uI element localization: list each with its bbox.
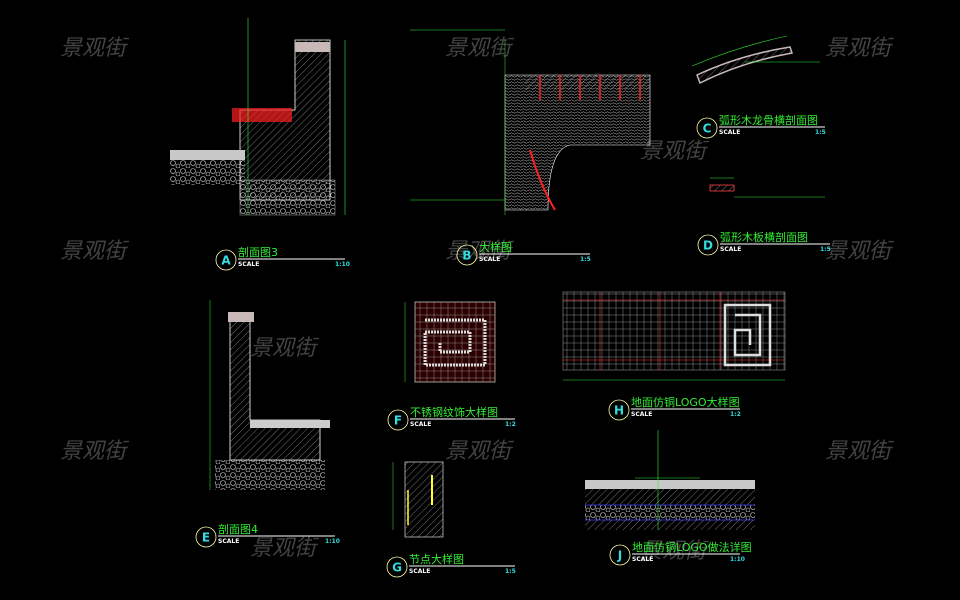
detail-letter: A — [221, 254, 231, 268]
detail-title: 剖面图3 — [238, 245, 278, 259]
scale-label: SCALE — [632, 556, 653, 563]
detail-a-drawing — [170, 18, 346, 216]
watermark-text: 景观街 — [445, 36, 515, 61]
title-block-g: G 节点大样图 SCALE 1:5 — [386, 552, 516, 578]
detail-d-drawing — [709, 177, 825, 198]
detail-marker-circle — [456, 244, 478, 266]
watermark-text: 景观街 — [250, 336, 320, 361]
watermark-text: 景观街 — [60, 239, 130, 264]
title-block-h: H 地面仿铜LOGO大样图 SCALE 1:2 — [608, 395, 741, 421]
scale-ratio: 1:10 — [730, 556, 745, 563]
detail-title: 剖面图4 — [218, 522, 258, 536]
detail-e-drawing — [209, 300, 330, 490]
detail-b-drawing — [410, 29, 651, 215]
scale-label: SCALE — [409, 568, 430, 575]
scale-ratio: 1:10 — [335, 261, 350, 268]
detail-letter: F — [394, 414, 402, 428]
scale-ratio: 1:2 — [730, 411, 741, 418]
watermark-layer: 景观街景观街景观街景观街景观街景观街景观街景观街景观街景观街景观街景观街景观街 — [60, 36, 895, 564]
detail-letter: J — [617, 549, 622, 563]
detail-marker-circle — [386, 556, 408, 578]
detail-title: 弧形木龙骨横剖面图 — [719, 113, 818, 127]
scale-label: SCALE — [410, 421, 431, 428]
detail-title: 弧形木板横剖面图 — [720, 230, 808, 244]
detail-c-drawing — [691, 35, 820, 85]
watermark-text: 景观街 — [60, 36, 130, 61]
watermark-text: 景观街 — [825, 439, 895, 464]
watermark-text: 景观街 — [825, 36, 895, 61]
detail-marker-circle — [387, 409, 409, 431]
detail-title: 不锈钢纹饰大样图 — [410, 405, 498, 419]
detail-marker-circle — [215, 249, 237, 271]
detail-letter: G — [392, 561, 402, 575]
watermark-text: 景观街 — [445, 439, 515, 464]
watermark-text: 景观街 — [250, 536, 320, 561]
watermark-text: 景观街 — [640, 539, 710, 564]
detail-h-drawing — [562, 291, 786, 381]
title-block-f: F 不锈钢纹饰大样图 SCALE 1:2 — [387, 405, 516, 431]
detail-marker-circle — [696, 117, 718, 139]
scale-ratio: 1:2 — [505, 421, 516, 428]
detail-letter: H — [614, 404, 624, 418]
scale-label: SCALE — [631, 411, 652, 418]
scale-ratio: 1:5 — [815, 129, 826, 136]
scale-label: SCALE — [218, 538, 239, 545]
scale-ratio: 1:5 — [580, 256, 591, 263]
detail-letter: C — [703, 122, 712, 136]
detail-letter: D — [703, 239, 713, 253]
detail-title: 地面仿铜LOGO做法详图 — [632, 540, 752, 554]
watermark-text: 景观街 — [60, 439, 130, 464]
detail-j-drawing — [585, 430, 755, 530]
detail-title: 大样图 — [479, 240, 512, 254]
detail-letter: E — [202, 531, 210, 545]
watermark-text: 景观街 — [445, 239, 515, 264]
title-block-c: C 弧形木龙骨横剖面图 SCALE 1:5 — [696, 113, 826, 139]
detail-title: 节点大样图 — [409, 552, 464, 566]
scale-ratio: 1:5 — [820, 246, 831, 253]
detail-marker-circle — [609, 544, 631, 566]
detail-title: 地面仿铜LOGO大样图 — [631, 395, 740, 409]
scale-label: SCALE — [720, 246, 741, 253]
scale-label: SCALE — [479, 256, 500, 263]
detail-marker-circle — [697, 234, 719, 256]
detail-f-drawing — [404, 301, 496, 383]
detail-letter: B — [462, 249, 471, 263]
watermark-text: 景观街 — [640, 139, 710, 164]
scale-label: SCALE — [719, 129, 740, 136]
title-block-b: B 大样图 SCALE 1:5 — [456, 240, 591, 266]
scale-ratio: 1:5 — [505, 568, 516, 575]
watermark-text: 景观街 — [825, 239, 895, 264]
title-block-j: J 地面仿铜LOGO做法详图 SCALE 1:10 — [609, 540, 752, 566]
scale-label: SCALE — [238, 261, 259, 268]
title-block-d: D 弧形木板横剖面图 SCALE 1:5 — [697, 230, 831, 256]
detail-marker-circle — [195, 526, 217, 548]
detail-marker-circle — [608, 399, 630, 421]
scale-ratio: 1:10 — [325, 538, 340, 545]
detail-g-drawing — [392, 461, 444, 538]
